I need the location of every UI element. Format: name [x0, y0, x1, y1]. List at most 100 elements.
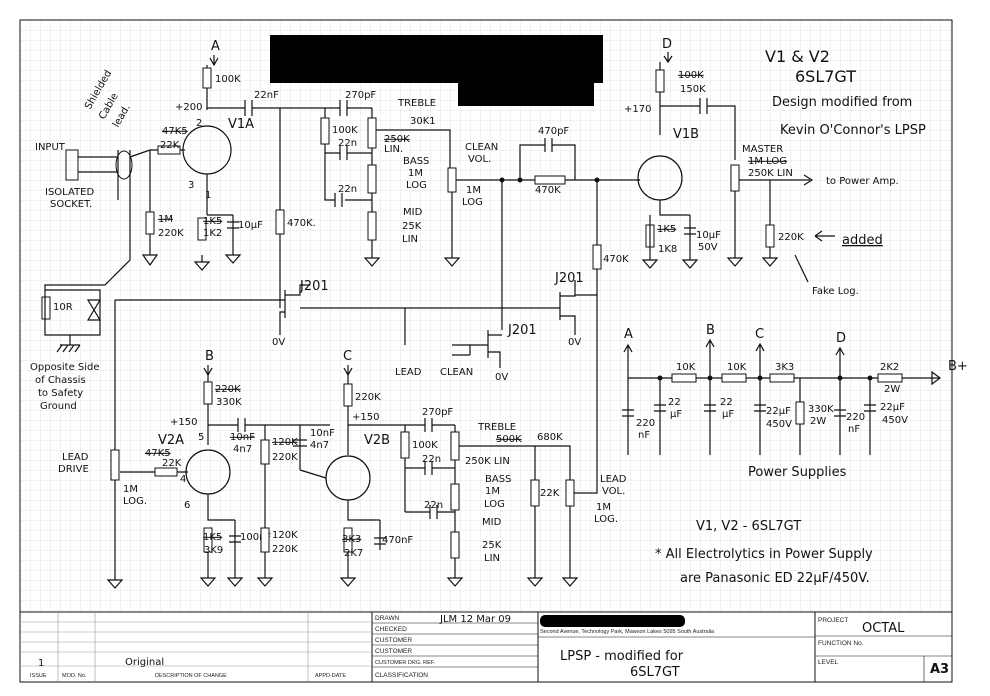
- lead-mid-pot: 25K: [482, 540, 502, 551]
- j201-3: J201: [507, 323, 537, 338]
- customer-ref-label: CUSTOMER DRG. REF.: [375, 660, 436, 666]
- v1a-cathode-cap: 10µF: [238, 220, 263, 231]
- customer-label: CUSTOMER: [375, 637, 412, 644]
- lead-tonestack: 270pF 100K 22n 22n TREBLE 500K 250K LIN …: [400, 295, 627, 587]
- lead-v2b-section: C 220K +150 V2B 3K3 2K7 470nF: [299, 349, 413, 587]
- v1a-coupling-cap: 22nF: [254, 90, 279, 101]
- master-value: 250K LIN: [748, 168, 793, 179]
- issue-label: ISSUE: [30, 673, 47, 679]
- v1b-section: D 100K 150K +170 V1B 1K5 1K8 10µF 50V MA…: [624, 37, 899, 297]
- isolated-socket-1: ISOLATED: [45, 187, 94, 198]
- ov-1: 0V: [272, 337, 285, 348]
- switch-res: 470K: [603, 254, 629, 265]
- chassis-note-3: to Safety: [38, 388, 83, 399]
- redaction-top: [270, 35, 603, 83]
- ps-c5: 220: [846, 412, 865, 423]
- v2a-voltage: +150: [170, 417, 197, 428]
- v1a-tube-label: V1A: [228, 117, 254, 132]
- sheet-border: [19, 19, 953, 683]
- v1a-pin3: 3: [188, 180, 194, 191]
- chassis-note-2: of Chassis: [35, 375, 86, 386]
- v2a-pin6: 6: [184, 500, 190, 511]
- lead-drive-pot: 1M: [123, 484, 138, 495]
- ps-c3-u: µF: [722, 409, 734, 420]
- lead-res-120k-lower: 120K: [272, 530, 298, 541]
- v1a-cathode-old: 1K5: [203, 216, 222, 227]
- lead-bass-pot: 1M: [485, 486, 500, 497]
- node-c-lead: C: [343, 349, 352, 364]
- ps-r3: 3K3: [775, 362, 794, 373]
- clean-cap-22n-1: 22n: [338, 138, 357, 149]
- lead-res-680k: 680K: [537, 432, 563, 443]
- clean-vol-1: CLEAN: [465, 142, 498, 153]
- lead-drive-taper: LOG.: [123, 496, 147, 507]
- v2a-plate: 330K: [216, 397, 242, 408]
- ps-c5-u: nF: [848, 424, 860, 435]
- grid-paper: [20, 20, 952, 612]
- v1a-pin2: 2: [196, 118, 202, 129]
- drawn-label: DRAWN: [375, 615, 400, 622]
- v1a-cathode-res: 1K2: [203, 228, 222, 239]
- classification-label: CLASSIFICATION: [375, 672, 428, 679]
- note-tubes: V1, V2 - 6SL7GT: [696, 519, 801, 534]
- lead-vol-pot: 1M: [596, 502, 611, 513]
- tube-type: 6SL7GT: [795, 67, 856, 86]
- clean-treble-cap: 270pF: [345, 90, 376, 101]
- lead-mid-label: MID: [482, 517, 502, 528]
- desc-label: DESCRIPTION OF CHANGE: [155, 673, 227, 679]
- clean-cap-22n-2: 22n: [338, 184, 357, 195]
- v2b-voltage: +150: [352, 412, 379, 423]
- sheet-size: A3: [930, 662, 949, 677]
- v1a-grid-leak-old: 1M: [158, 214, 173, 225]
- v2a-pin4: 4: [180, 474, 186, 485]
- clean-mid-label: MID: [403, 207, 423, 218]
- node-b-lead: B: [205, 349, 214, 364]
- clean-lin: LIN.: [384, 144, 403, 155]
- clean-vol-taper: LOG: [462, 197, 483, 208]
- switching-section: J201 0V LEAD J201 0V 470K J201 CLEAN 0V: [115, 180, 629, 383]
- ps-r5-w: 2W: [810, 416, 826, 427]
- lead-treble-old: 500K: [496, 434, 522, 445]
- lead-vol-2: VOL.: [602, 486, 625, 497]
- added-note: added: [842, 233, 883, 248]
- v2b-tube-label: V2B: [364, 433, 390, 448]
- ps-node-b: B: [706, 323, 715, 338]
- ov-3: 0V: [495, 372, 508, 383]
- lead-mid-taper: LIN: [484, 553, 500, 564]
- lead-tone-res: 100K: [412, 440, 438, 451]
- ps-r5: 330K: [808, 404, 834, 415]
- clean-tonestack: 270pF 100K 22n 22n TREBLE 30K1 250K LIN.…: [320, 90, 640, 330]
- note-electrolytics-1: * All Electrolytics in Power Supply: [655, 547, 873, 562]
- description-1: LPSP - modified for: [560, 649, 684, 664]
- v1a-grid-old: 47K5: [162, 126, 188, 137]
- ps-node-a: A: [624, 327, 633, 342]
- v2a-cathode: 3K9: [204, 545, 223, 556]
- title-block: DRAWN JLM 12 Mar 09 CHECKED CUSTOMER CUS…: [20, 611, 952, 682]
- change-value: Original: [125, 657, 164, 668]
- v2b-cathode-old: 3K3: [342, 534, 361, 545]
- v2a-pin5: 5: [198, 432, 204, 443]
- clean-treble-label: TREBLE: [397, 98, 436, 109]
- v1a-grid-res: 22K: [160, 140, 180, 151]
- v2a-grid: 22K: [162, 458, 182, 469]
- issue-value: 1: [38, 658, 44, 669]
- ps-c2-u: µF: [670, 409, 682, 420]
- clean-bass-label: BASS: [403, 156, 429, 167]
- fake-log: Fake Log.: [812, 286, 859, 297]
- lead-bass-taper: LOG: [484, 499, 505, 510]
- ps-c4-u: 450V: [766, 419, 792, 430]
- v1a-pin1: 1: [205, 190, 211, 201]
- lead-vol-taper: LOG.: [594, 514, 618, 525]
- ps-node-d: D: [836, 331, 846, 346]
- lead-cap-10nf-2: 10nF: [310, 428, 335, 439]
- redaction-top-step: [458, 80, 594, 106]
- ps-c6-u: 450V: [882, 415, 908, 426]
- v1a-grid-leak: 220K: [158, 228, 184, 239]
- clean-mix-res: 470K: [535, 185, 561, 196]
- input-label: INPUT: [35, 142, 66, 153]
- lead-bass-label: BASS: [485, 474, 511, 485]
- lead-cap-22n-1: 22n: [422, 454, 441, 465]
- v2a-cathode-cap: 100nF: [240, 532, 271, 543]
- chassis-note-1: Opposite Side: [30, 362, 100, 373]
- lead-treble-label: TREBLE: [477, 422, 516, 433]
